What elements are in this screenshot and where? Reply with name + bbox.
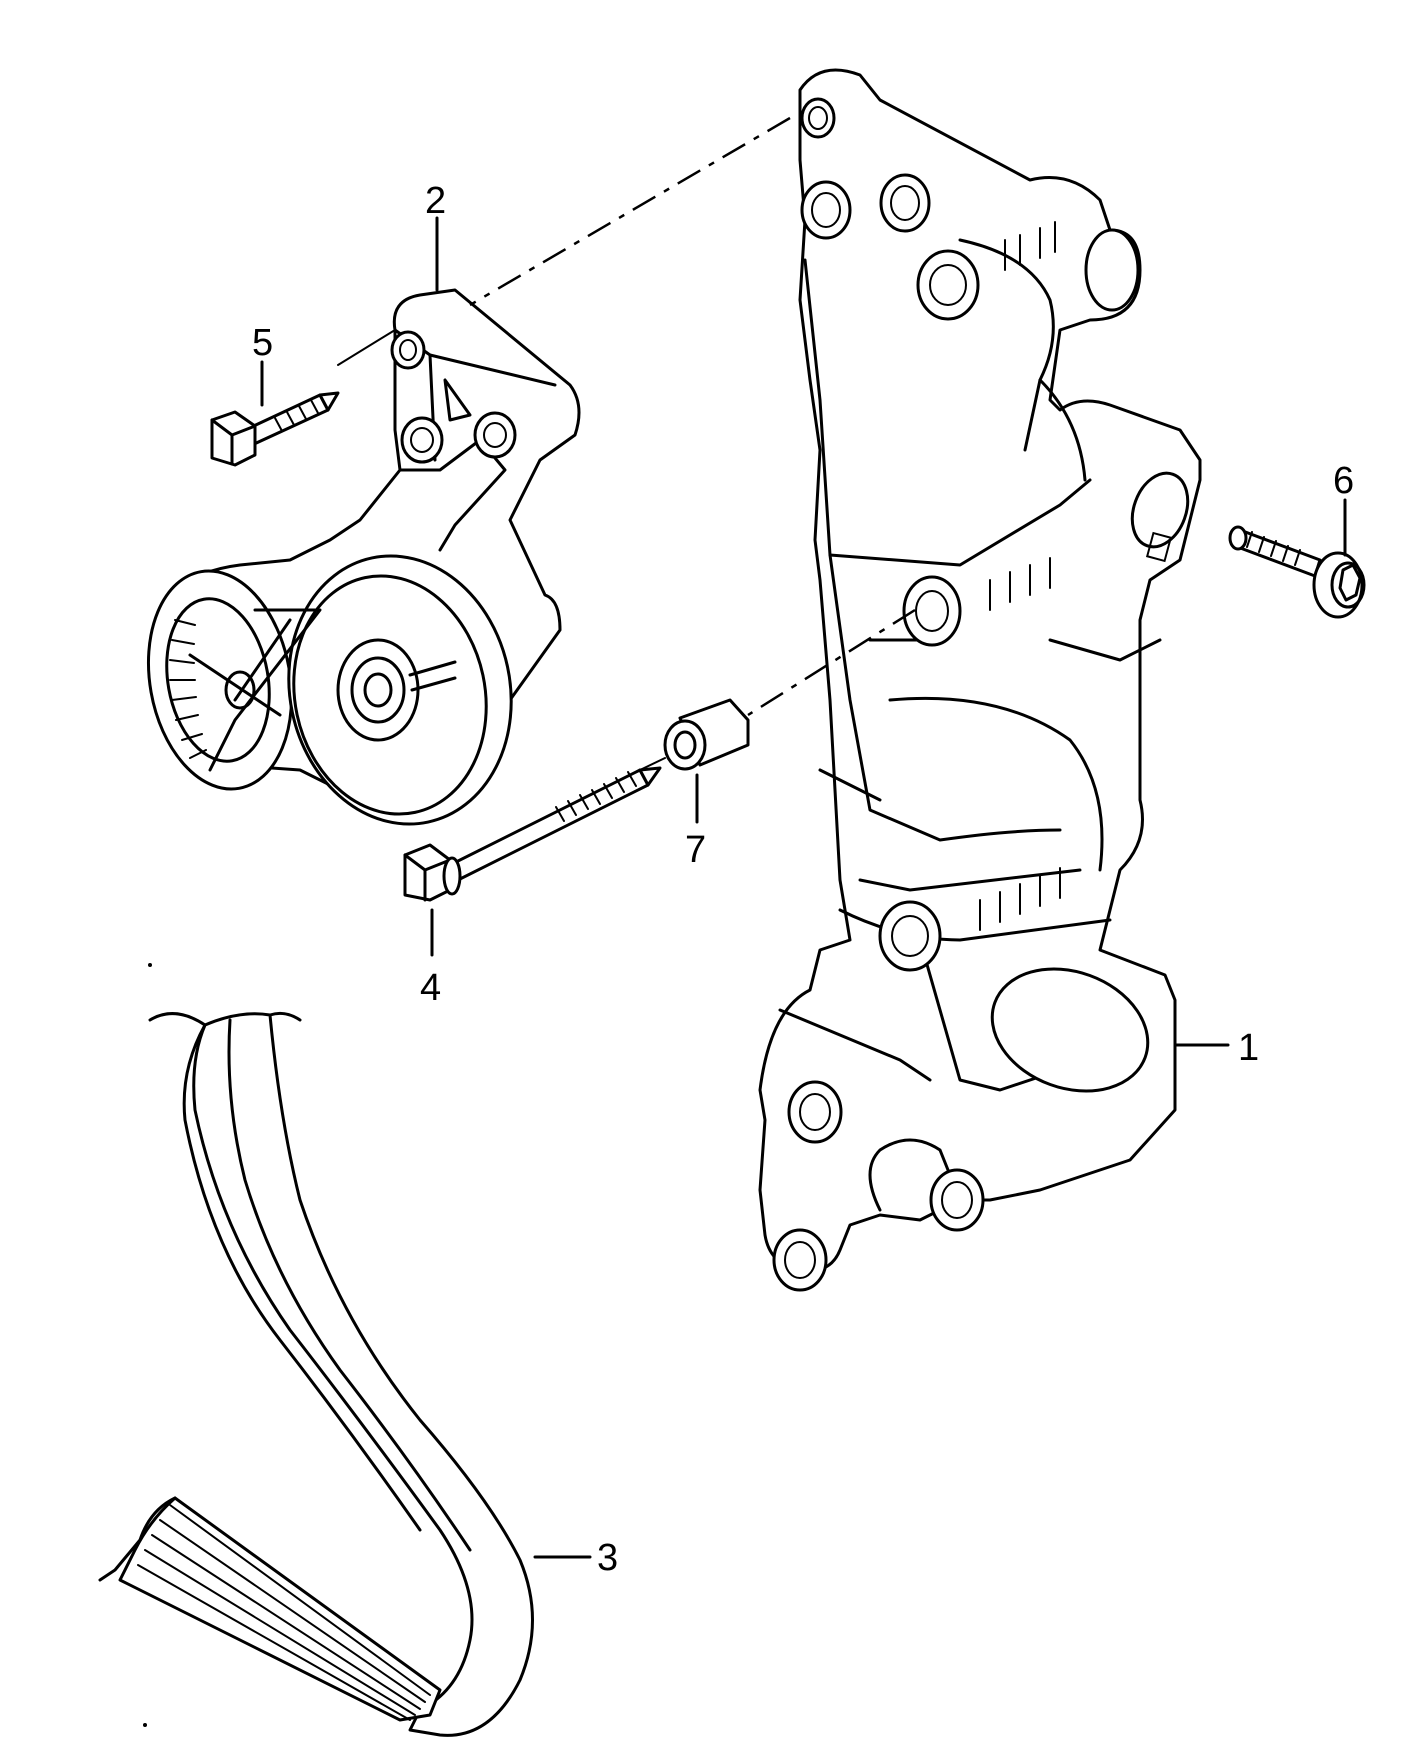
callout-5: 5 <box>252 322 273 364</box>
callout-4: 4 <box>420 967 441 1009</box>
callout-3: 3 <box>597 1537 618 1579</box>
ribbed-belt-part <box>98 1011 534 1737</box>
long-bolt-part <box>403 766 662 902</box>
bracket-part <box>758 68 1202 1292</box>
speck <box>143 1723 147 1727</box>
speck <box>148 963 152 967</box>
callout-labels: 1 2 3 4 5 6 7 <box>252 180 1354 1579</box>
flange-bolt-part <box>1228 525 1366 619</box>
bracket-bolt-holes <box>772 97 1190 1292</box>
tensioner-part <box>146 288 581 826</box>
callout-leaders <box>260 216 1347 1559</box>
sleeve-part <box>663 698 750 771</box>
callout-2: 2 <box>425 180 446 222</box>
short-bolt-part <box>210 391 340 467</box>
callout-6: 6 <box>1333 460 1354 502</box>
callout-1: 1 <box>1238 1027 1259 1069</box>
callout-7: 7 <box>685 829 706 871</box>
assembly-lines <box>337 116 916 771</box>
